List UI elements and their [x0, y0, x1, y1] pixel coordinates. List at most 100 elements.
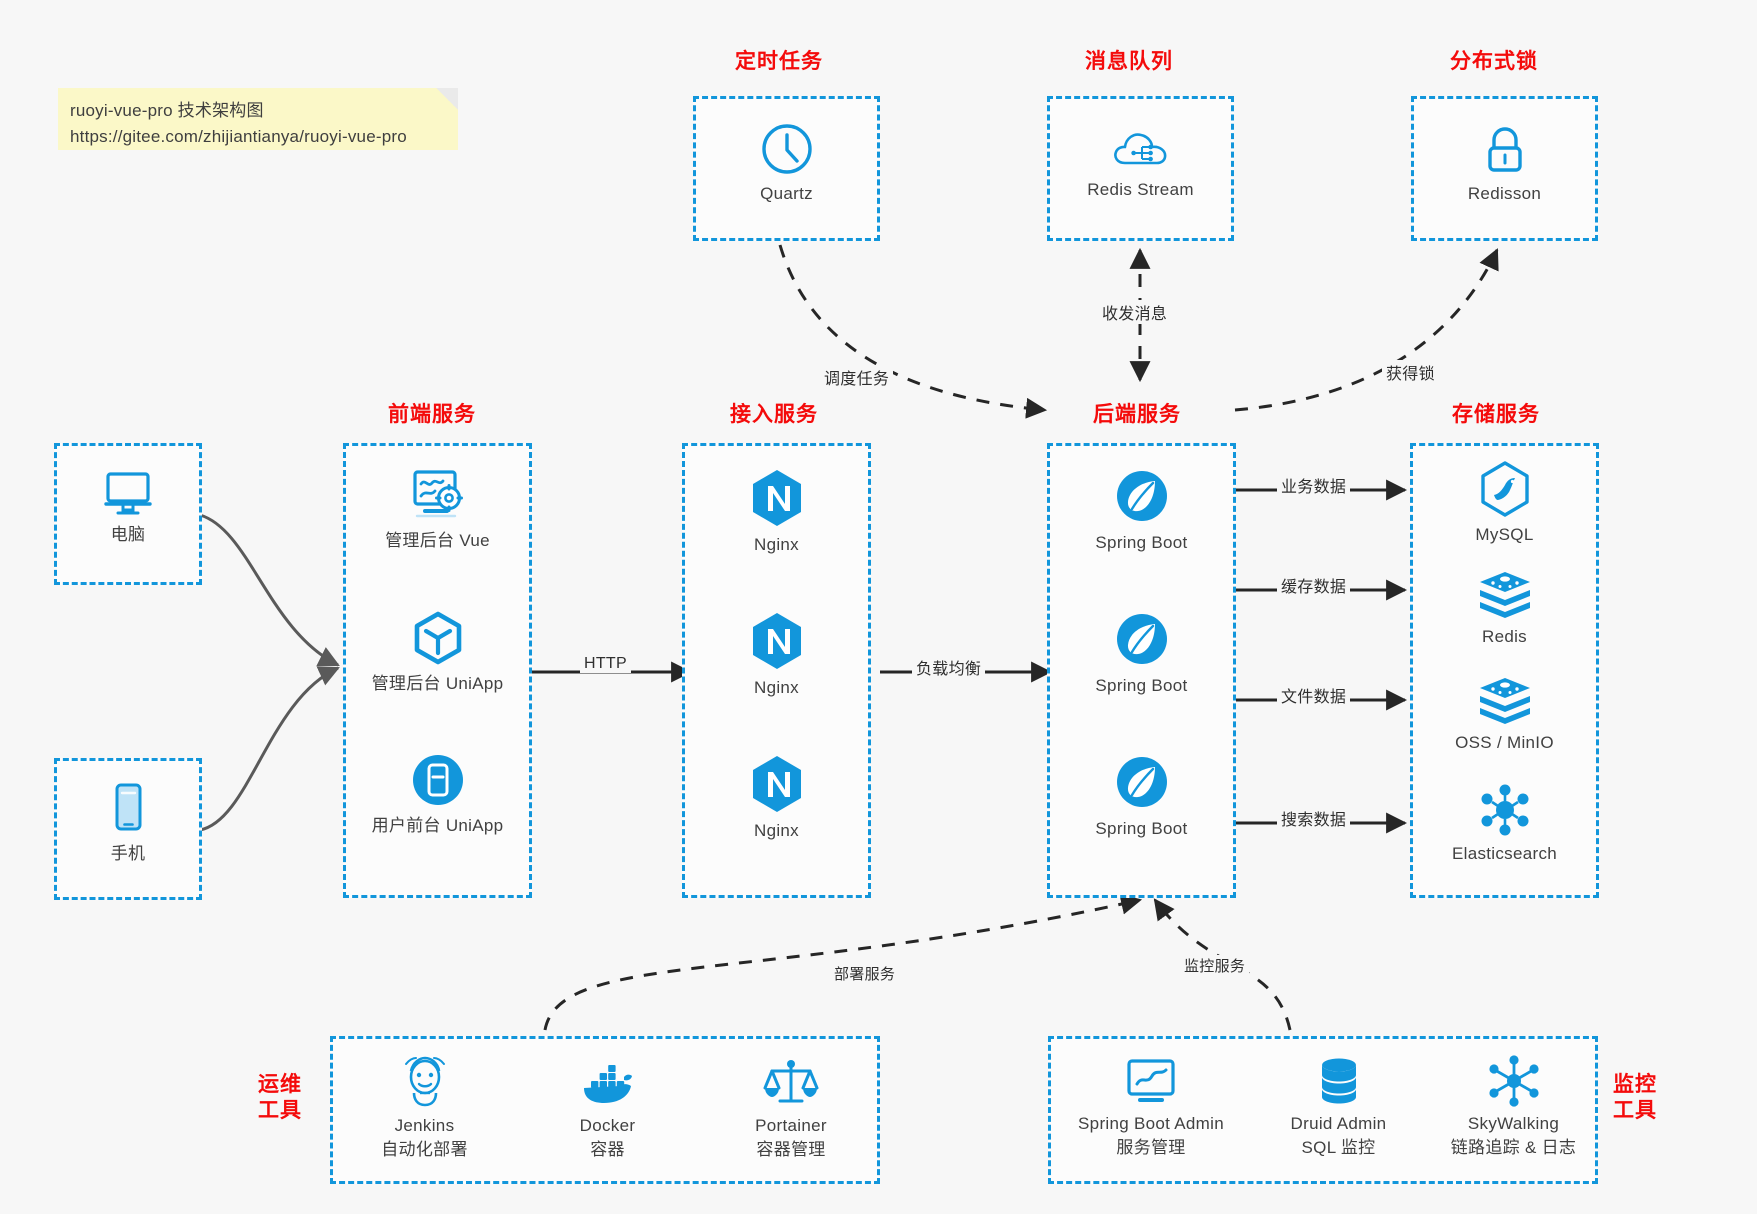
node-label: Portainer [755, 1116, 827, 1135]
node-docker[interactable]: Docker 容器 [516, 1055, 699, 1161]
node-nginx-3[interactable]: Nginx [685, 754, 868, 842]
node-spring-boot-1[interactable]: Spring Boot [1050, 466, 1233, 554]
group-storage-service: MySQL Redis [1410, 443, 1599, 898]
note-fold-icon [436, 88, 458, 110]
edge-label-schedule-task: 调度任务 [820, 365, 894, 389]
edge-label-search-data: 搜索数据 [1277, 806, 1351, 830]
cube-icon [414, 611, 461, 665]
mobile-app-icon [412, 755, 463, 805]
node-label: Docker [579, 1116, 636, 1135]
node-quartz[interactable]: Quartz [696, 121, 877, 205]
node-mobile[interactable]: 手机 [57, 781, 199, 865]
node-label: Druid Admin [1290, 1114, 1387, 1133]
druid-icon [1321, 1058, 1356, 1104]
node-redisson[interactable]: Redisson [1414, 121, 1595, 205]
edge-label-acquire-lock: 获得锁 [1382, 360, 1439, 384]
group-frontend-service: 管理后台 Vue 管理后台 UniApp 用户前台 UniApp [343, 443, 532, 898]
group-distributed-lock: Redisson [1411, 96, 1598, 241]
node-jenkins[interactable]: Jenkins 自动化部署 [333, 1055, 516, 1161]
elasticsearch-icon [1481, 784, 1528, 836]
node-nginx-2[interactable]: Nginx [685, 611, 868, 699]
skywalking-icon [1488, 1055, 1539, 1107]
padlock-icon [1487, 127, 1522, 172]
node-label: 用户前台 UniApp [371, 816, 504, 835]
node-label: Quartz [760, 184, 813, 203]
node-label: Jenkins [394, 1116, 455, 1135]
node-nginx-1[interactable]: Nginx [685, 468, 868, 556]
spring-boot-icon [1116, 614, 1167, 664]
group-title-devops-line1: 运维 [258, 1073, 302, 1096]
node-label: SkyWalking [1467, 1114, 1560, 1133]
node-elasticsearch[interactable]: Elasticsearch [1413, 783, 1596, 865]
desktop-icon [104, 472, 152, 515]
group-pc: 电脑 [54, 443, 202, 585]
edge-label-http: HTTP [580, 655, 631, 673]
node-druid-admin[interactable]: Druid Admin SQL 监控 [1251, 1055, 1426, 1159]
group-gateway-service: Nginx Nginx Nginx [682, 443, 871, 898]
node-skywalking[interactable]: SkyWalking 链路追踪 & 日志 [1426, 1055, 1601, 1159]
nginx-icon [752, 613, 801, 669]
node-portainer[interactable]: Portainer 容器管理 [699, 1055, 883, 1161]
node-user-uniapp[interactable]: 用户前台 UniApp [346, 751, 529, 837]
node-redis-stream[interactable]: Redis Stream [1050, 123, 1231, 201]
node-admin-vue[interactable]: 管理后台 Vue [346, 466, 529, 552]
group-title-backend: 后端服务 [1093, 403, 1181, 426]
group-title-scheduled: 定时任务 [735, 50, 823, 73]
node-sublabel: 容器管理 [756, 1140, 826, 1160]
group-monitor-tools: Spring Boot Admin 服务管理 Druid Admin SQL 监… [1048, 1036, 1598, 1184]
group-title-monitor-line2: 工具 [1613, 1099, 1657, 1123]
smartphone-icon [115, 783, 142, 831]
node-sublabel: 服务管理 [1116, 1138, 1186, 1158]
edge-label-monitor-service: 监控服务 [1180, 955, 1250, 976]
node-label: Redisson [1467, 184, 1542, 203]
group-title-mq: 消息队列 [1085, 50, 1173, 73]
node-label: 管理后台 UniApp [371, 674, 504, 693]
node-label: 管理后台 Vue [385, 531, 490, 550]
edge-label-load-balance: 负载均衡 [912, 655, 986, 679]
group-backend-service: Spring Boot Spring Boot Spring Boot [1047, 443, 1236, 898]
edge-label-deploy-service: 部署服务 [830, 963, 900, 984]
group-message-queue: Redis Stream [1047, 96, 1234, 241]
redis-icon [1479, 572, 1530, 618]
node-spring-boot-3[interactable]: Spring Boot [1050, 752, 1233, 840]
node-label: 电脑 [110, 525, 146, 544]
node-label: Elasticsearch [1452, 844, 1557, 863]
group-mobile: 手机 [54, 758, 202, 900]
node-label: Redis Stream [1087, 180, 1194, 199]
node-mysql[interactable]: MySQL [1413, 460, 1596, 546]
group-title-devops: 运维 工具 [258, 1072, 302, 1125]
node-label: Spring Boot [1095, 676, 1188, 695]
dashboard-gear-icon [412, 470, 463, 518]
node-label: Nginx [754, 535, 799, 554]
node-pc[interactable]: 电脑 [57, 468, 199, 546]
node-label: Spring Boot [1095, 819, 1188, 838]
node-label: OSS / MinIO [1455, 733, 1554, 752]
node-label: MySQL [1475, 525, 1534, 544]
group-title-lock: 分布式锁 [1450, 50, 1538, 73]
node-spring-boot-admin[interactable]: Spring Boot Admin 服务管理 [1051, 1055, 1251, 1159]
node-admin-uniapp[interactable]: 管理后台 UniApp [346, 609, 529, 695]
edge-label-send-receive: 收发消息 [1098, 300, 1172, 324]
node-oss-minio[interactable]: OSS / MinIO [1413, 674, 1596, 754]
docker-icon [583, 1065, 632, 1103]
node-sublabel: 自动化部署 [381, 1140, 468, 1160]
node-spring-boot-2[interactable]: Spring Boot [1050, 609, 1233, 697]
node-sublabel: SQL 监控 [1301, 1138, 1376, 1158]
nginx-icon [752, 756, 801, 812]
node-sublabel: 链路追踪 & 日志 [1450, 1138, 1577, 1158]
group-scheduled-task: Quartz [693, 96, 880, 241]
spring-boot-icon [1116, 757, 1167, 807]
clock-icon [761, 124, 812, 174]
boot-admin-icon [1127, 1059, 1175, 1102]
node-label: Spring Boot Admin [1078, 1114, 1224, 1133]
spring-boot-icon [1116, 471, 1167, 521]
node-label: Nginx [754, 678, 799, 697]
group-title-monitor: 监控 工具 [1613, 1072, 1657, 1125]
group-title-gateway: 接入服务 [730, 403, 818, 426]
edge-label-file-data: 文件数据 [1277, 683, 1351, 707]
edge-label-business-data: 业务数据 [1277, 473, 1351, 497]
node-redis[interactable]: Redis [1413, 568, 1596, 648]
group-title-monitor-line1: 监控 [1613, 1073, 1657, 1096]
mysql-icon [1480, 461, 1529, 517]
